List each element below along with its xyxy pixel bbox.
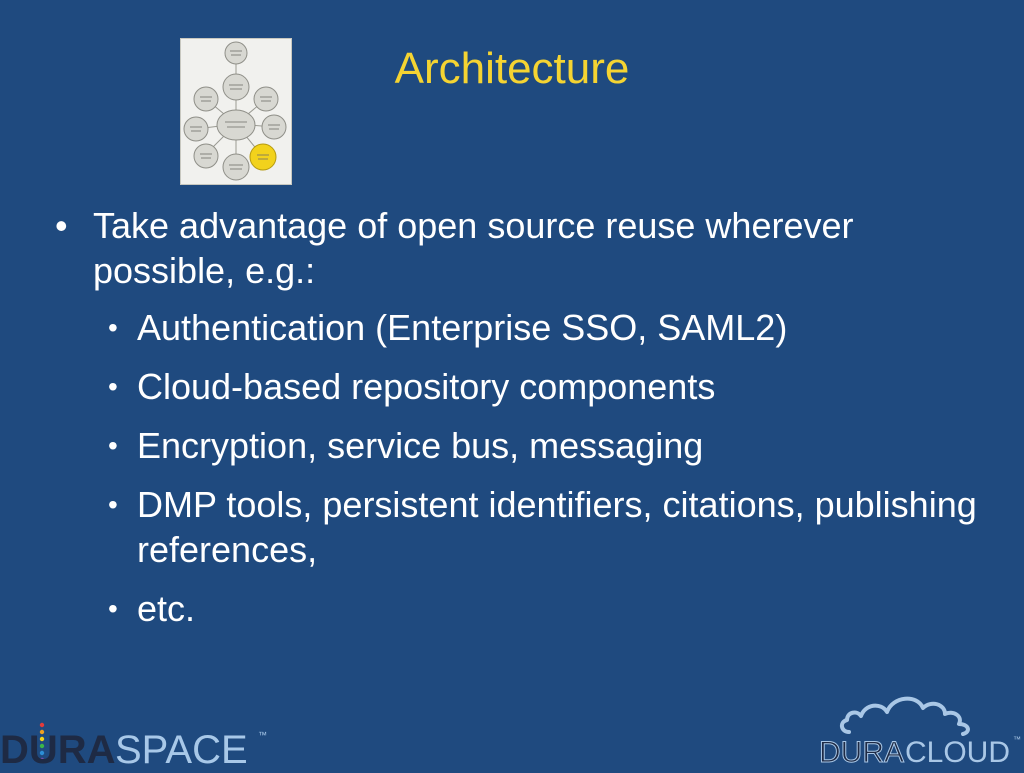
- sub-bullet-glyph: •: [108, 593, 118, 624]
- duracloud-logo: DURA CLOUD ™: [819, 690, 1024, 770]
- sub-bullet-glyph: •: [108, 430, 118, 461]
- sub-bullet-glyph: •: [108, 489, 118, 520]
- bullet-glyph: •: [55, 205, 68, 246]
- duraspace-logo-graphic: DURA SPACE ™: [0, 722, 267, 768]
- architecture-diagram-graphic: [183, 41, 287, 181]
- sub-bullet-item: • etc.: [102, 586, 995, 631]
- duraspace-logo-part1: DURA: [0, 728, 116, 768]
- bullet-item: • Take advantage of open source reuse wh…: [55, 203, 995, 293]
- bullet-text: Take advantage of open source reuse wher…: [93, 205, 854, 291]
- duraspace-dots-icon: [39, 722, 45, 763]
- sub-bullet-list: • Authentication (Enterprise SSO, SAML2)…: [102, 305, 995, 631]
- sub-bullet-glyph: •: [108, 371, 118, 402]
- cloud-icon: [840, 696, 970, 736]
- duraspace-trademark: ™: [258, 730, 267, 740]
- sub-bullet-text: DMP tools, persistent identifiers, citat…: [137, 484, 977, 570]
- duracloud-logo-graphic: DURA CLOUD ™: [819, 696, 1021, 770]
- sub-bullet-item: • Cloud-based repository components: [102, 364, 995, 409]
- bullet-list: • Take advantage of open source reuse wh…: [55, 203, 995, 645]
- sub-bullet-item: • DMP tools, persistent identifiers, cit…: [102, 482, 995, 572]
- duraspace-logo-part2: SPACE: [115, 728, 248, 768]
- duracloud-logo-part2: CLOUD: [905, 736, 1010, 768]
- sub-bullet-item: • Encryption, service bus, messaging: [102, 423, 995, 468]
- sub-bullet-text: etc.: [137, 588, 196, 629]
- duracloud-logo-part1: DURA: [819, 736, 904, 768]
- sub-bullet-text: Authentication (Enterprise SSO, SAML2): [137, 307, 788, 348]
- sub-bullet-item: • Authentication (Enterprise SSO, SAML2): [102, 305, 995, 350]
- duracloud-trademark: ™: [1013, 735, 1021, 744]
- sub-bullet-text: Encryption, service bus, messaging: [137, 425, 704, 466]
- slide-title: Architecture: [394, 44, 630, 93]
- sub-bullet-text: Cloud-based repository components: [137, 366, 716, 407]
- sub-bullet-glyph: •: [108, 312, 118, 343]
- architecture-diagram-thumbnail: [180, 38, 292, 185]
- duraspace-logo: DURA SPACE ™: [0, 718, 290, 768]
